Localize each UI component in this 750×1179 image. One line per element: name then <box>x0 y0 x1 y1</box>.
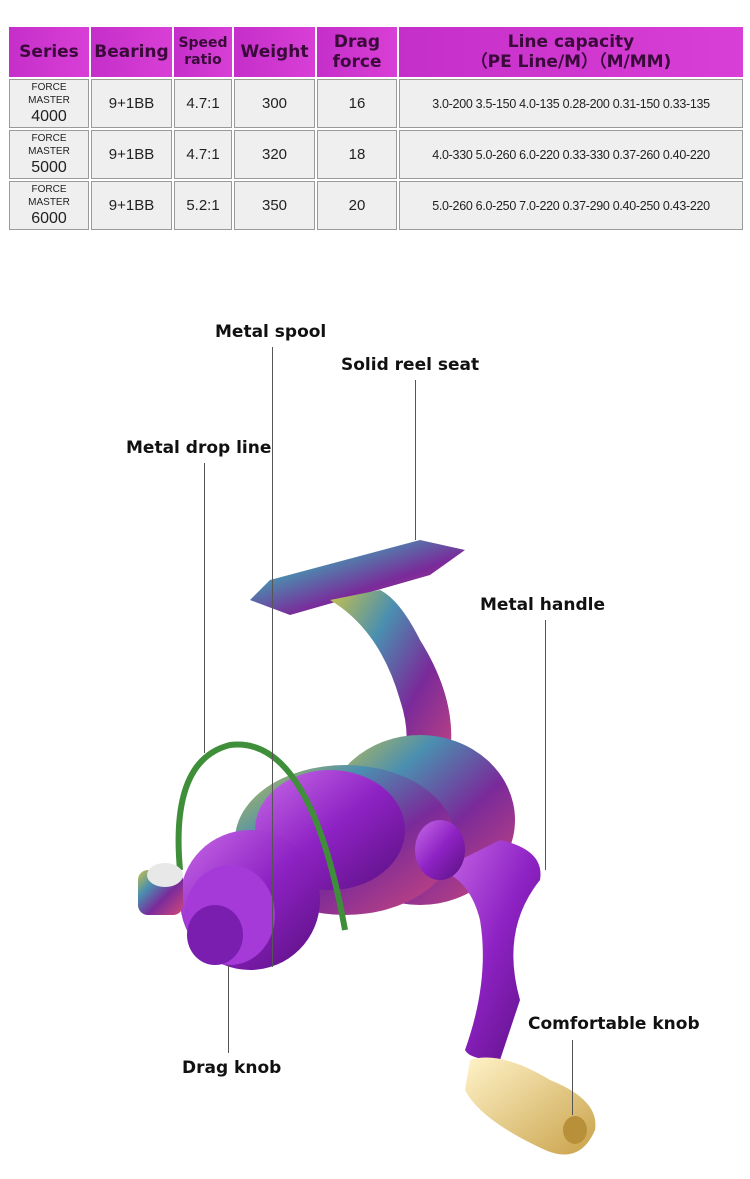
callout-solid-reel-seat: Solid reel seat <box>341 355 480 375</box>
header-weight: Weight <box>234 27 315 77</box>
cell-line-capacity: 4.0-330 5.0-260 6.0-220 0.33-330 0.37-26… <box>399 130 743 179</box>
cell-bearing: 9+1BB <box>91 181 172 230</box>
series-size: 6000 <box>31 209 67 227</box>
cell-weight: 300 <box>234 79 315 128</box>
cell-bearing: 9+1BB <box>91 79 172 128</box>
spool <box>180 830 320 970</box>
cell-line-capacity: 3.0-200 3.5-150 4.0-135 0.28-200 0.31-15… <box>399 79 743 128</box>
spec-table: Series Bearing Speed ratio Weight Drag f… <box>7 25 745 232</box>
cell-speed-ratio: 5.2:1 <box>174 181 232 230</box>
handle-knob <box>465 1057 596 1155</box>
cell-bearing: 9+1BB <box>91 130 172 179</box>
cell-speed-ratio: 4.7:1 <box>174 79 232 128</box>
callout-comfortable-knob: Comfortable knob <box>528 1014 700 1034</box>
table-header-row: Series Bearing Speed ratio Weight Drag f… <box>9 27 743 77</box>
leader-line-drag-knob <box>228 965 229 1053</box>
callout-drag-knob: Drag knob <box>182 1058 282 1078</box>
header-bearing: Bearing <box>91 27 172 77</box>
bail-wire <box>175 741 348 931</box>
callout-metal-drop-line: Metal drop line <box>126 438 272 458</box>
series-name: FORCE MASTER <box>28 132 70 157</box>
series-name: FORCE MASTER <box>28 81 70 106</box>
leader-line-comfortable-knob <box>572 1040 573 1115</box>
leader-line-reel-seat <box>415 380 416 540</box>
line-capacity-title: Line capacity <box>507 32 635 52</box>
series-size: 5000 <box>31 158 67 176</box>
header-speed-ratio: Speed ratio <box>174 27 232 77</box>
series-name: FORCE MASTER <box>28 183 70 208</box>
cell-drag-force: 18 <box>317 130 397 179</box>
header-drag-force: Drag force <box>317 27 397 77</box>
cell-weight: 350 <box>234 181 315 230</box>
cell-drag-force: 20 <box>317 181 397 230</box>
cell-weight: 320 <box>234 130 315 179</box>
series-size: 4000 <box>31 107 67 125</box>
callout-metal-spool: Metal spool <box>215 322 327 342</box>
leader-line-metal-spool <box>272 347 273 967</box>
cell-speed-ratio: 4.7:1 <box>174 130 232 179</box>
header-line-capacity: Line capacity（PE Line/M）（M/MM) <box>399 27 743 77</box>
handle-arm <box>440 840 541 1060</box>
header-series: Series <box>9 27 89 77</box>
cell-line-capacity: 5.0-260 6.0-250 7.0-220 0.37-290 0.40-25… <box>399 181 743 230</box>
callout-metal-handle: Metal handle <box>480 595 605 615</box>
line-roller <box>138 863 183 915</box>
line-capacity-units: （PE Line/M）（M/MM) <box>470 52 672 72</box>
leader-line-metal-handle <box>545 620 546 870</box>
leader-line-drop-line <box>204 463 205 753</box>
cell-drag-force: 16 <box>317 79 397 128</box>
